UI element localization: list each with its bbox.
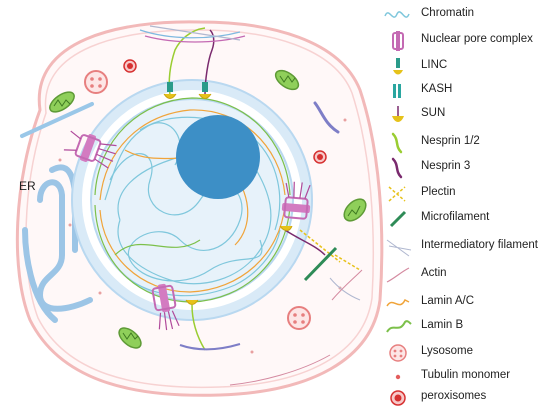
legend-item: Nesprin 1/2 (383, 132, 550, 154)
legend-item: Tubulin monomer (383, 366, 550, 388)
legend-item: LINC (383, 56, 550, 78)
legend-label: KASH (421, 83, 453, 95)
legend-item: Actin (383, 264, 550, 286)
legend-label: Nesprin 3 (421, 160, 471, 172)
legend-label: Plectin (421, 186, 456, 198)
nesprin-3-icon (391, 157, 403, 179)
cytoskeleton-top (139, 25, 246, 43)
peroxisome-right (313, 150, 327, 164)
er-label: ER (19, 179, 36, 193)
linc-complex-bottom (179, 299, 241, 351)
kash-icon (393, 84, 401, 98)
mitochondrion-right (343, 198, 367, 222)
legend-label: Nuclear pore complex (421, 33, 533, 45)
plectin-icon (388, 186, 406, 202)
legend-item: Lamin A/C (383, 292, 550, 314)
legend-item: KASH (383, 80, 550, 102)
legend-label: Chromatin (421, 7, 475, 19)
legend-label: LINC (421, 59, 448, 71)
lysosome-top (84, 70, 108, 94)
linc-complex-top-right (198, 29, 215, 99)
intermediate-filament-icon (386, 239, 412, 257)
tubulin-monomer-icon (395, 374, 401, 380)
legend-item: Nuclear pore complex (383, 30, 550, 52)
legend-label: Tubulin monomer (421, 369, 511, 381)
intermediate-filament-bottom (229, 354, 331, 386)
microfilament-icon (389, 210, 407, 228)
sun-icon (392, 106, 404, 122)
nuclear-pore-complex-bottom (151, 283, 180, 331)
nesprin-1-2-icon (391, 132, 403, 154)
legend-label: Nesprin 1/2 (421, 135, 480, 147)
legend-label: Intermediatory filament (421, 239, 538, 251)
legend-item: Lamin B (383, 316, 550, 338)
legend-item: Chromatin (383, 4, 550, 26)
legend-label: Actin (421, 267, 447, 279)
linc-icon (393, 58, 403, 75)
legend-item: SUN (383, 104, 550, 126)
mitochondrion-bottom-left (118, 327, 142, 349)
legend-label: Lysosome (421, 345, 473, 357)
nucleolus (176, 115, 260, 199)
peroxisome-icon (390, 390, 406, 406)
legend-item: Microfilament (383, 208, 550, 230)
legend-label: Lamin A/C (421, 295, 475, 307)
linc-complex-top-left (163, 27, 206, 99)
legend-item: Nesprin 3 (383, 157, 550, 179)
cell-membrane-inner (25, 29, 375, 389)
microtubule-top-left (20, 102, 94, 138)
legend-label: Lamin B (421, 319, 464, 331)
legend-label: peroxisomes (421, 390, 487, 402)
legend-item: peroxisomes (383, 387, 550, 409)
nuclear-pore-complex-left (63, 130, 117, 169)
linc-complex-right (279, 225, 363, 301)
nuclear-pore-complex-right (281, 181, 311, 220)
legend-item: Lysosome (383, 342, 550, 364)
tubulin-monomers (58, 118, 347, 354)
legend-label: SUN (421, 107, 446, 119)
peroxisome-top (123, 59, 137, 73)
lysosome-icon (389, 344, 407, 362)
legend-item: Intermediatory filament (383, 236, 550, 258)
lysosome-bottom (287, 306, 311, 330)
legend-item: Plectin (383, 183, 550, 205)
actin-icon (386, 267, 410, 283)
mitochondrion-top-left (49, 91, 75, 113)
lamin-ac-icon (386, 298, 410, 307)
legend-label: Microfilament (421, 211, 490, 223)
actin-filament-top-right (313, 101, 340, 134)
mitochondrion-top-right (274, 69, 300, 91)
nuclear-pore-complex-icon (392, 31, 404, 51)
lamin-b-icon (386, 320, 412, 333)
chromatin-icon (384, 11, 410, 18)
